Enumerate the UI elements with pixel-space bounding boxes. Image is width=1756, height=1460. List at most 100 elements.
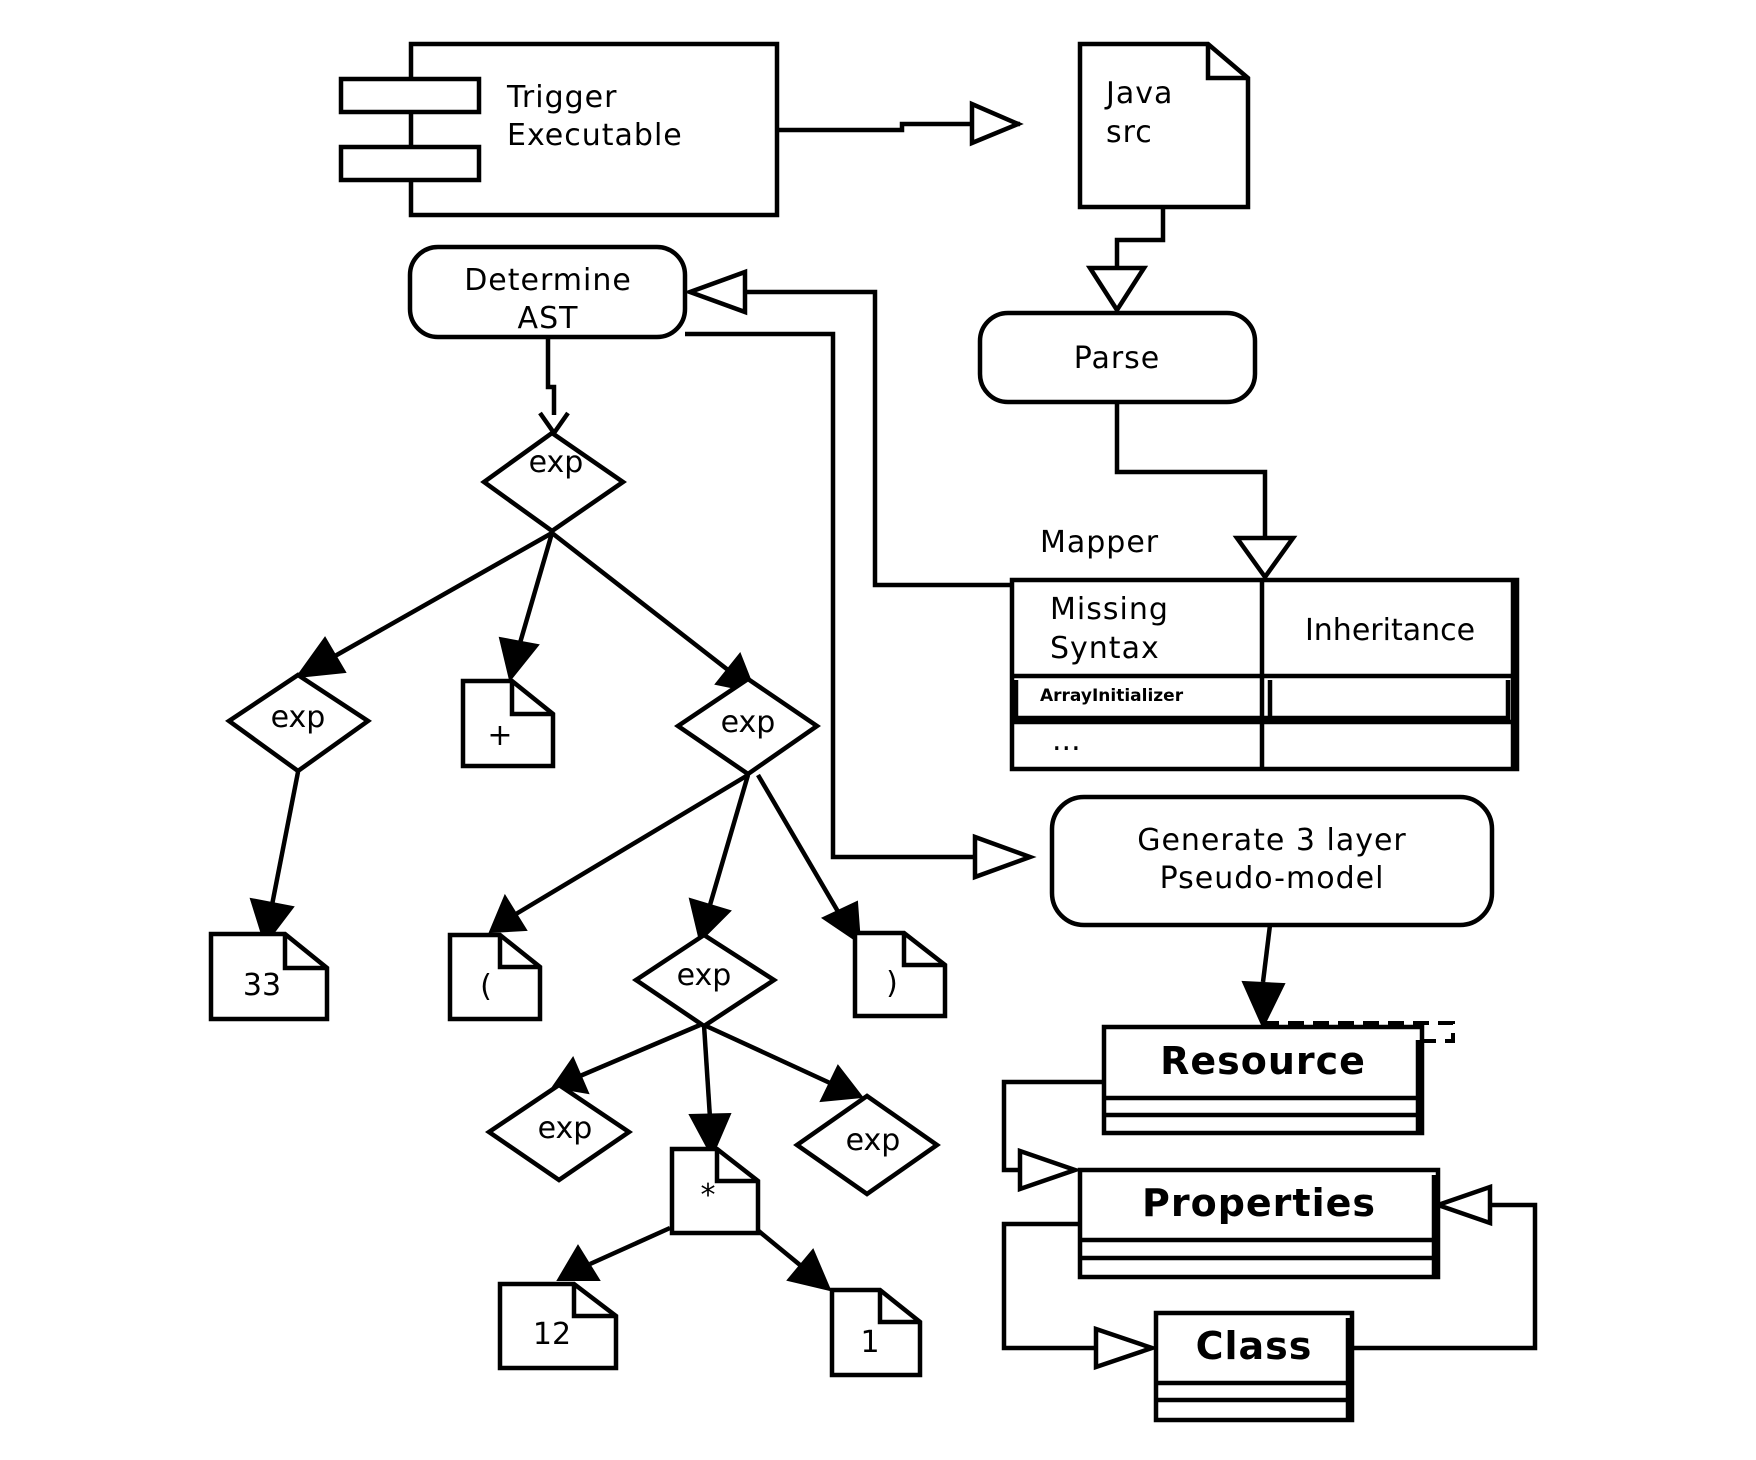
edge-root-to-exp-left [333,531,554,658]
generate-line1: Generate 3 layer [1137,823,1407,858]
ast-plus-label: + [487,718,512,753]
connectors [269,121,1538,1351]
edge-exp-mid-to-exp-a [579,1022,701,1079]
arrowheads [249,100,1493,1371]
ast-exp-root-label: exp [529,445,584,480]
edge-exp-right-to-exp-mid [707,774,751,906]
determine-ast-box [407,244,688,340]
ast-12-label: 12 [533,1317,571,1352]
hollow-arrowhead-mapper [1232,535,1298,581]
activity-parse: Parse [977,310,1258,405]
mapper-col1-line1: Missing [1050,592,1169,627]
mapper-row2-label: ... [1052,723,1081,758]
edge-exp-right-to-rparen [756,773,842,917]
class-name: Class [1196,1324,1313,1368]
hollow-arrowhead-determine-ast [683,268,748,316]
connector-determine-ast-to-generate [685,331,975,860]
ast-node-exp-root: exp [480,430,627,534]
ast-rparen-label: ) [886,966,898,1001]
ast-node-exp-right: exp [673,676,821,777]
solid-arrowhead-plus [498,636,540,683]
generate-box [1049,794,1495,928]
hollow-arrowhead-properties-from-class [1431,1183,1493,1227]
connector-resource-to-properties [1001,1079,1104,1173]
connector-mapper-to-determine-ast [745,289,1012,588]
edge-exp-mid-to-star [701,1024,713,1119]
java-src-fold [1205,44,1248,81]
java-src-line2: src [1106,115,1153,150]
ast-token-33: 33 [208,931,330,1022]
component-port-bottom [338,144,482,183]
mapper-table: Mapper Missing Syntax Inheritance ArrayI… [1009,525,1520,772]
ast-exp-b-label: exp [846,1123,901,1158]
activity-determine-ast: Determine AST [407,244,688,340]
component-label-line2: Executable [507,118,683,153]
ast-exp-mid-label: exp [677,958,732,993]
ast-exp-a-label: exp [538,1111,593,1146]
connector-parse-to-mapper [1114,402,1268,538]
java-src-body [1077,41,1251,210]
edge-exp-left-to-33 [269,771,301,906]
solid-arrowhead-1 [786,1248,832,1292]
ast-node-exp-left: exp [225,672,372,774]
ast-exp-left-label: exp [271,700,326,735]
component-label-line1: Trigger [506,80,617,115]
hollow-arrowhead-generate [972,833,1037,881]
class-resource: Resource [1101,1021,1455,1136]
hollow-arrowhead-parse [1085,265,1149,315]
parse-label: Parse [1074,341,1161,376]
mapper-col2-header: Inheritance [1305,613,1475,648]
hollow-arrowhead-java-src [969,100,1024,147]
ast-token-1: 1 [829,1287,923,1378]
ast-exp-right-label: exp [721,705,776,740]
connector-properties-to-class [1001,1221,1096,1351]
ast-star-label: * [701,1178,716,1213]
generate-line2: Pseudo-model [1160,861,1385,896]
solid-arrowhead-exp-b [819,1064,864,1103]
component-body [408,41,780,218]
ast-token-rparen: ) [852,930,948,1019]
ast-lparen-label: ( [480,969,492,1004]
solid-arrowhead-exp-mid [688,897,732,943]
ast-33-label: 33 [243,968,281,1003]
ast-token-star: * [669,1146,761,1236]
component-trigger-executable: Trigger Executable [338,41,780,218]
resource-name: Resource [1160,1039,1366,1083]
connector-component-to-java-src [777,121,1020,133]
edge-star-to-12 [589,1225,671,1267]
component-port-top [338,76,482,115]
class-class: Class [1153,1310,1355,1423]
hollow-arrowhead-class [1093,1325,1160,1371]
parse-box [977,310,1258,405]
solid-arrowhead-rparen [820,900,862,945]
solid-arrowhead-exp-left [294,636,347,679]
solid-arrowhead-12 [556,1244,601,1281]
ast-token-12: 12 [497,1281,619,1371]
determine-ast-line2: AST [518,301,579,336]
mapper-row1-label: ArrayInitializer [1040,686,1184,706]
ast-node-exp-b: exp [793,1093,941,1197]
solid-arrowhead-star [688,1112,732,1159]
edge-exp-mid-to-exp-b [703,1022,831,1086]
determine-ast-line1: Determine [464,263,632,298]
activity-generate-pseudo-model: Generate 3 layer Pseudo-model [1049,794,1495,928]
connector-class-to-properties [1352,1202,1538,1351]
edge-root-to-plus [517,532,555,644]
mapper-col1-line2: Syntax [1050,631,1160,666]
solid-arrowhead-generate-resource [1241,980,1286,1030]
edge-root-to-exp-right [550,531,730,672]
ast-token-plus: + [460,678,556,769]
ast-node-exp-mid: exp [631,932,779,1029]
solid-arrowhead-lparen [488,893,528,934]
open-arrowhead-root-exp [538,411,570,437]
connector-java-src-to-parse [1114,207,1166,268]
ast-tree: exp exp exp exp exp exp + [208,430,948,1378]
document-java-src: Java src [1077,41,1251,210]
mapper-title: Mapper [1040,525,1159,560]
class-properties: Properties [1077,1167,1441,1280]
properties-name: Properties [1142,1181,1376,1225]
ast-node-exp-a: exp [484,1082,634,1183]
ast-1-label: 1 [860,1325,879,1360]
hollow-arrowhead-properties-from-resource [1017,1147,1082,1193]
